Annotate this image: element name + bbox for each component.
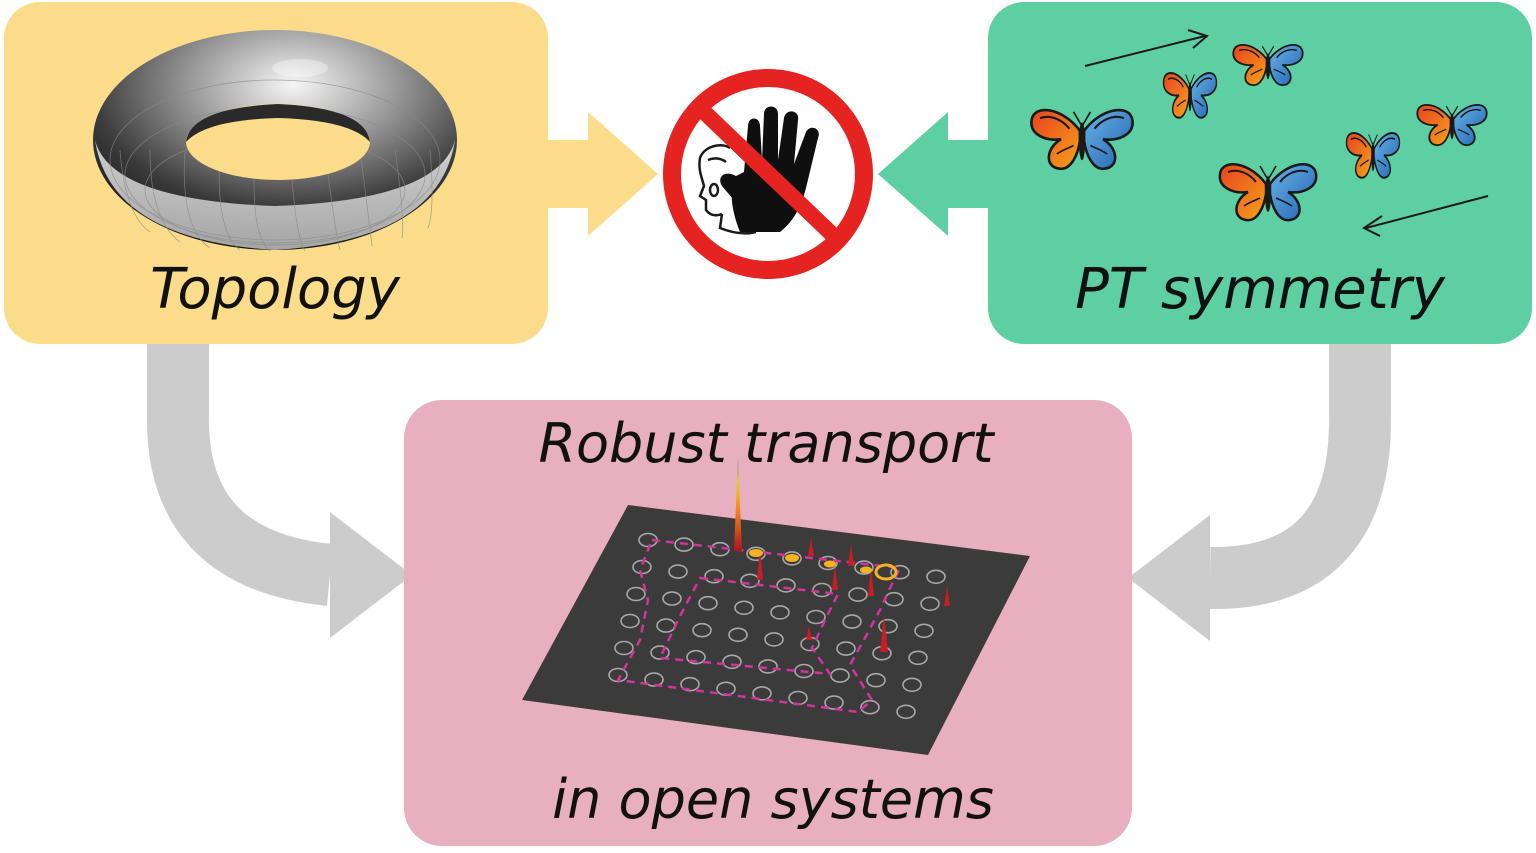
- photonic-lattice-figure: [522, 458, 1030, 755]
- lattice-ring: [722, 654, 742, 670]
- lattice-ring: [680, 676, 700, 692]
- lattice-ring: [902, 677, 922, 693]
- gray-arrow-right: [1128, 340, 1391, 641]
- topology-label: Topology: [150, 257, 401, 322]
- lattice-ring: [836, 641, 856, 656]
- lattice-ring: [662, 591, 682, 606]
- intensity-spike-icon: [734, 458, 950, 652]
- torus-icon: [93, 30, 457, 252]
- lattice-ring: [818, 555, 838, 571]
- lattice-ring: [614, 640, 634, 656]
- lattice-ring: [914, 623, 934, 639]
- lattice-ring: [878, 618, 898, 634]
- lattice-ring: [764, 632, 784, 647]
- lattice-ring: [926, 569, 946, 585]
- lattice-ring: [740, 573, 760, 589]
- lattice-ring: [686, 649, 706, 665]
- lattice-ring: [620, 613, 640, 629]
- lattice-ring: [770, 605, 790, 620]
- lattice-ring: [824, 695, 844, 710]
- lattice-ring: [704, 568, 724, 584]
- no-entry-hand-icon: [663, 69, 873, 279]
- lattice-ring: [848, 587, 868, 602]
- lattice-ring: [860, 699, 880, 715]
- lattice-ring: [806, 609, 826, 625]
- lattice-ring: [752, 686, 772, 701]
- lattice-ring: [776, 578, 796, 593]
- butterfly-group: [1030, 29, 1489, 237]
- lattice-ring: [650, 645, 670, 660]
- lattice-ring: [668, 564, 688, 579]
- lattice-ring: [920, 596, 940, 612]
- lattice-ring: [692, 622, 712, 638]
- robust-transport-label: Robust transport: [538, 412, 995, 475]
- arrow-down-left-icon: [1362, 195, 1489, 237]
- lattice-ring: [890, 564, 910, 580]
- yellow-arrow: [540, 112, 658, 236]
- arrow-up-right-icon: [1084, 29, 1210, 67]
- gray-arrow-left: [147, 340, 412, 638]
- lattice-ring: [608, 667, 628, 683]
- lattice-ring: [698, 595, 718, 611]
- lattice-ring: [908, 650, 928, 666]
- lattice-ring: [830, 668, 850, 683]
- lattice-ring: [866, 672, 886, 688]
- green-arrow: [878, 112, 996, 236]
- lattice-ring: [626, 586, 646, 602]
- lattice-ring: [854, 560, 874, 575]
- lattice-ring: [842, 614, 862, 629]
- lattice-ring: [734, 600, 754, 616]
- lattice-ring: [794, 663, 814, 679]
- lattice-ring: [782, 551, 802, 566]
- lattice-ring: [728, 627, 748, 643]
- pt-symmetry-label: PT symmetry: [1075, 257, 1446, 322]
- lattice-ring: [896, 704, 916, 720]
- lattice-ring: [644, 672, 664, 687]
- open-systems-label: in open systems: [552, 768, 994, 831]
- pt-symmetry-box: [988, 2, 1532, 344]
- lattice-ring: [674, 537, 694, 552]
